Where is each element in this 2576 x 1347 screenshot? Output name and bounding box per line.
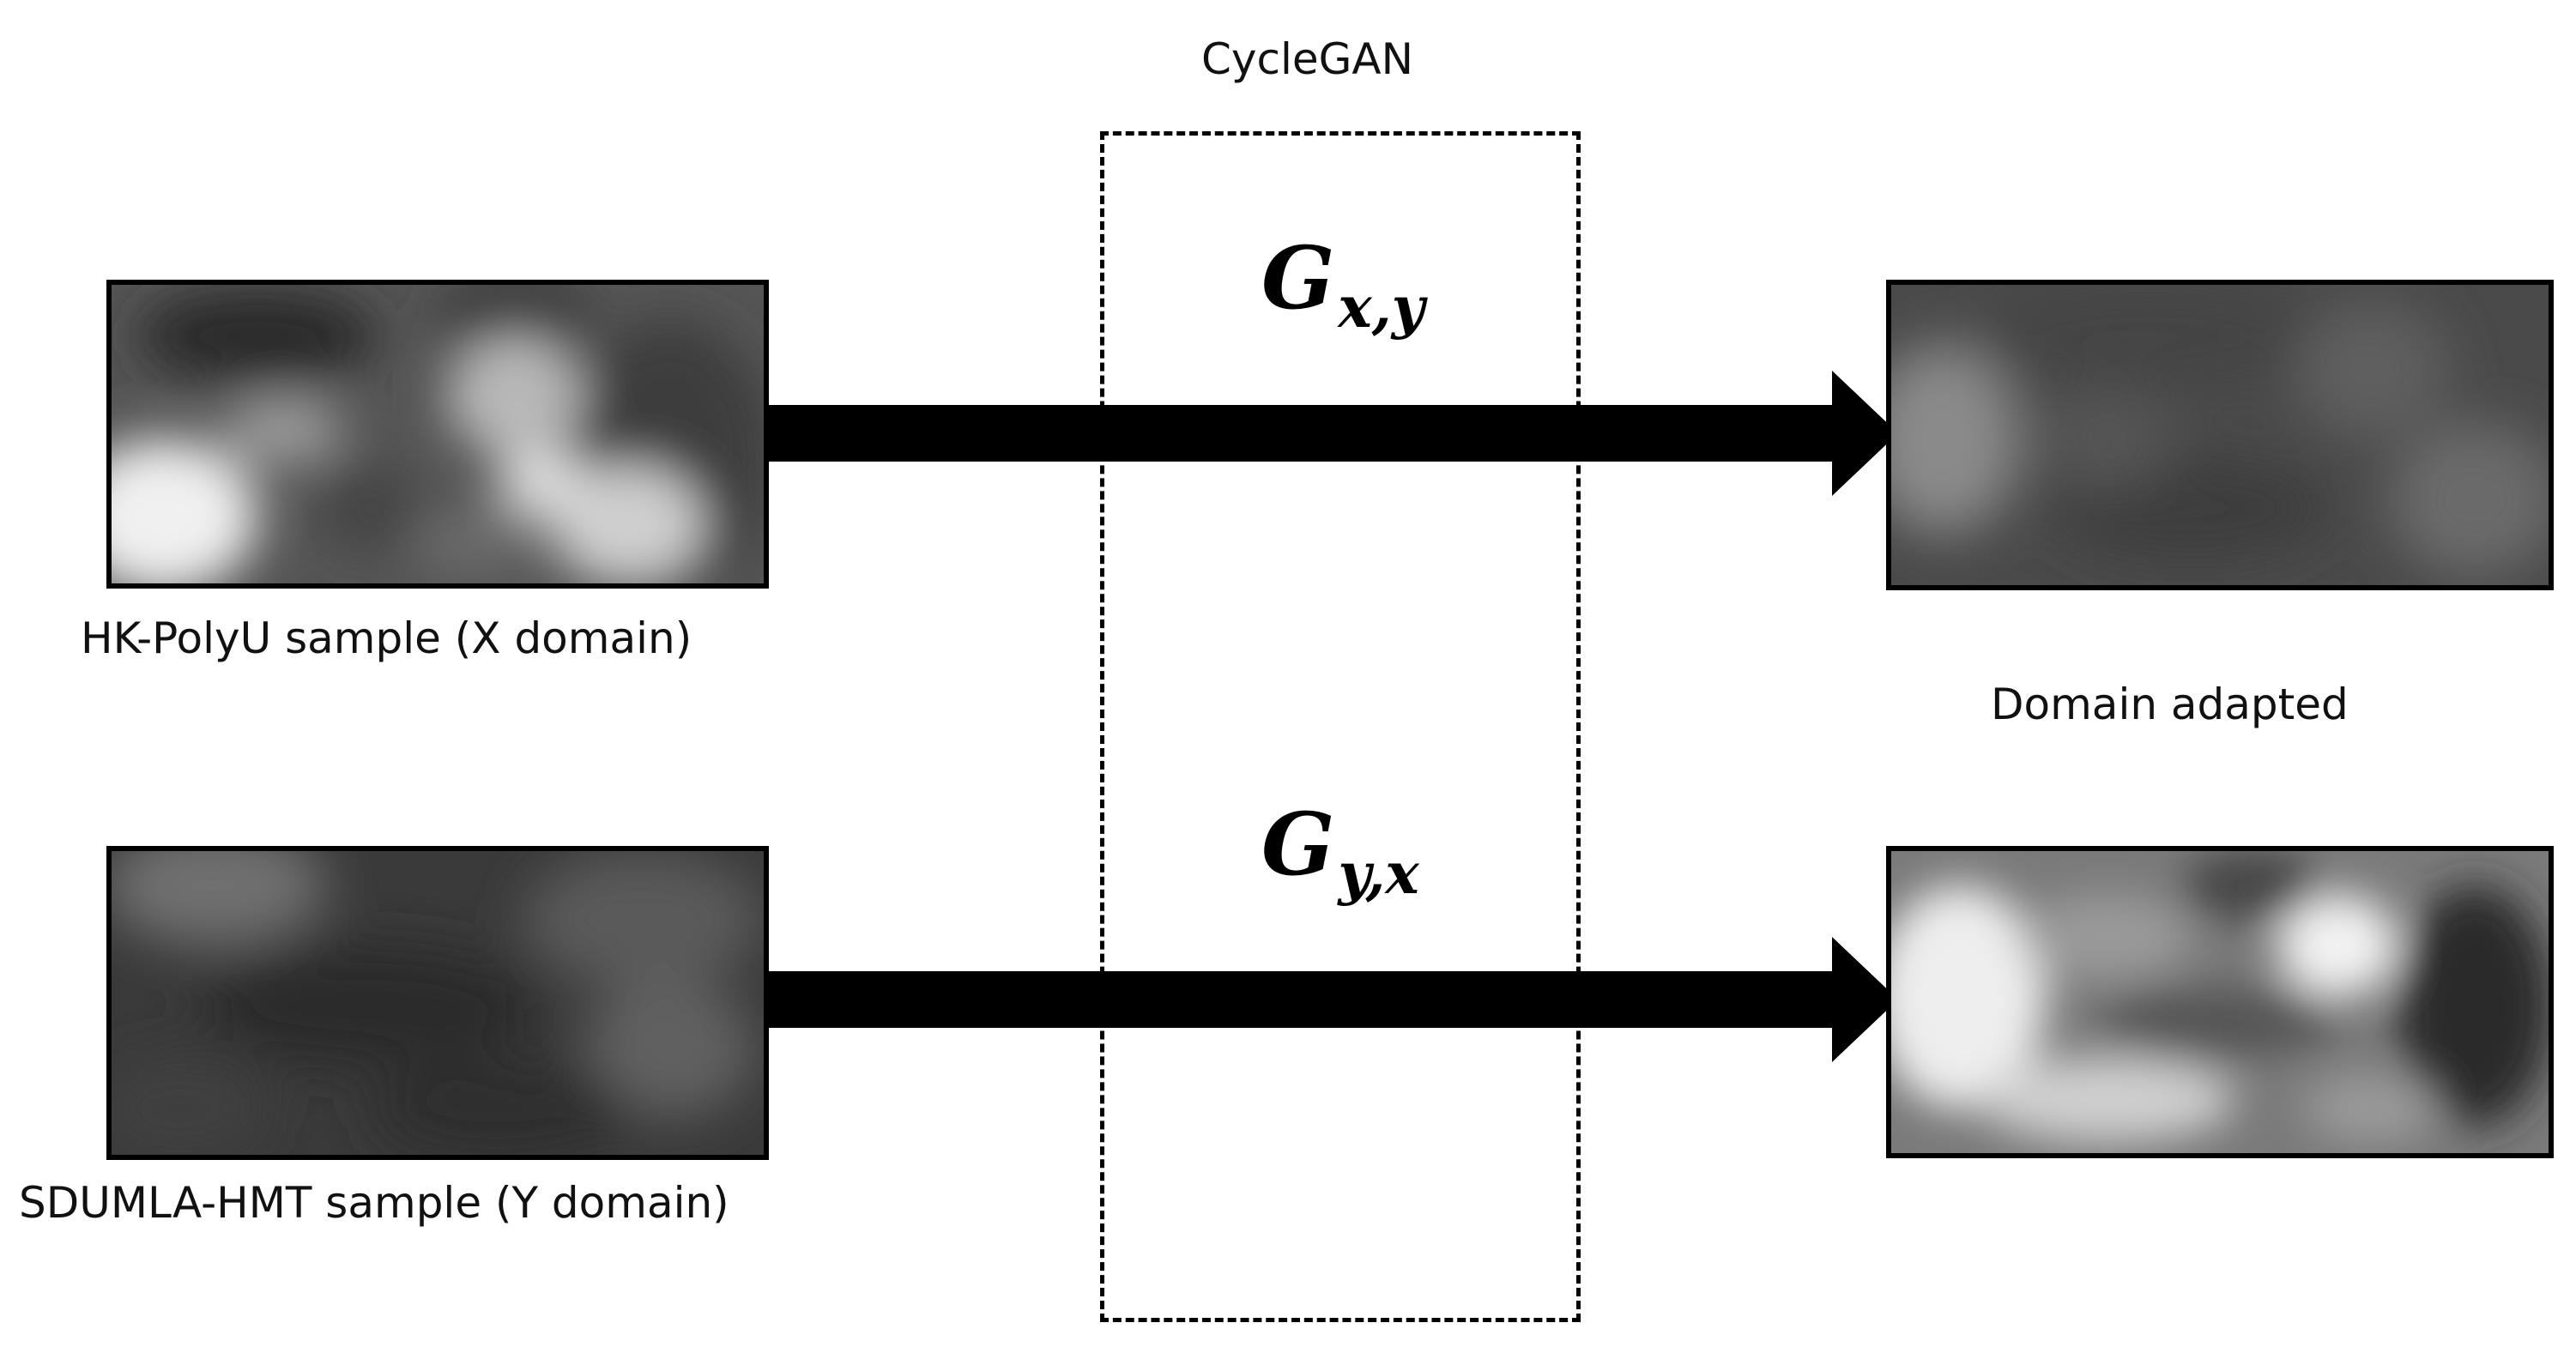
hk-polyu-sample-image [106, 280, 769, 589]
arrow-x-to-adapted [764, 371, 1898, 496]
generator-xy-subscript: x,y [1338, 274, 1425, 341]
sdumla-hmt-sample-image [106, 846, 769, 1160]
generator-yx-symbol: G [1261, 794, 1335, 895]
sdumla-hmt-caption: SDUMLA-HMT sample (Y domain) [19, 1178, 729, 1228]
generator-yx-label: Gy,x [1261, 794, 1419, 907]
domain-adapted-image-top [1886, 280, 2554, 590]
cyclegan-box [1100, 131, 1581, 1322]
cyclegan-title: CycleGAN [1201, 34, 1413, 84]
domain-adapted-image-bottom [1886, 846, 2554, 1158]
arrow-y-to-adapted [764, 937, 1898, 1062]
domain-adapted-caption: Domain adapted [1991, 680, 2349, 729]
hk-polyu-caption: HK-PolyU sample (X domain) [81, 613, 692, 663]
generator-xy-symbol: G [1261, 227, 1335, 329]
generator-xy-label: Gx,y [1261, 227, 1424, 341]
generator-yx-subscript: y,x [1338, 840, 1419, 907]
